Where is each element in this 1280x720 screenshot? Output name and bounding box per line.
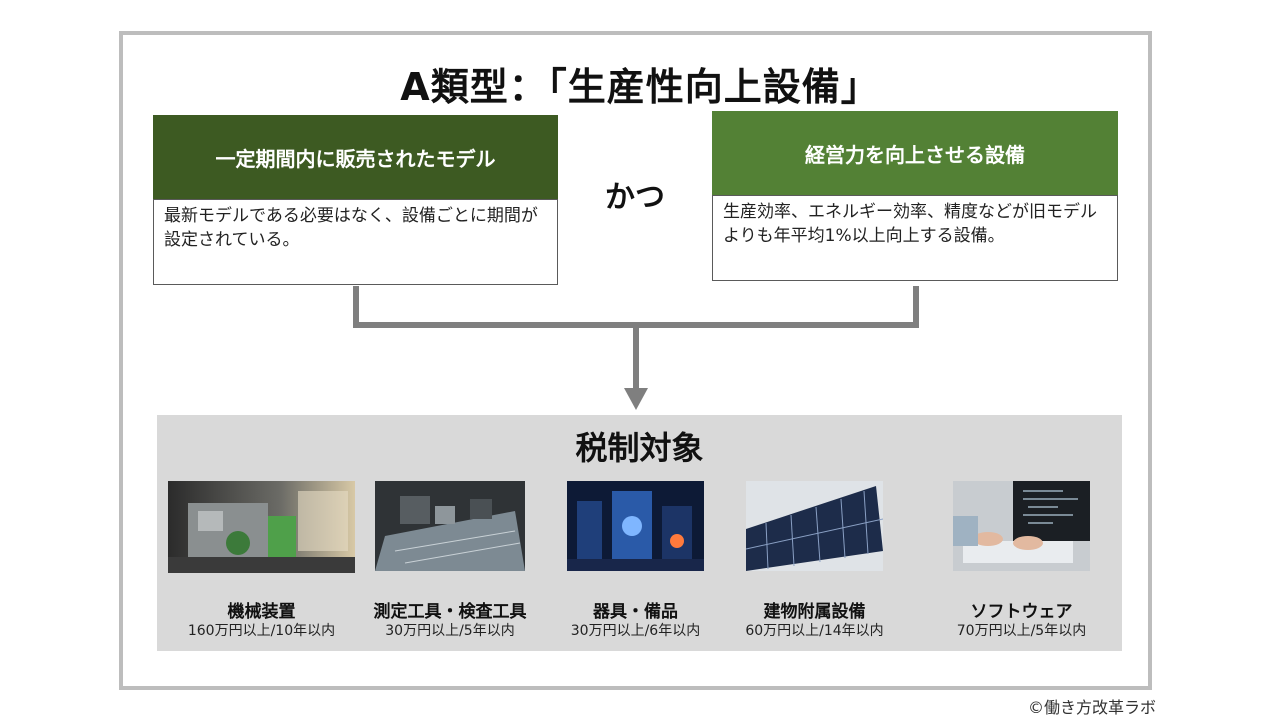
target-item-condition: 160万円以上/10年以内	[187, 623, 336, 639]
target-item-condition: 30万円以上/5年以内	[385, 623, 515, 639]
and-connector-label: かつ	[605, 180, 665, 215]
condition-box-management: 経営力を向上させる設備 生産効率、エネルギー効率、精度などが旧モデルよりも年平均…	[712, 111, 1118, 281]
target-item-name: 測定工具・検査工具	[373, 602, 527, 622]
down-arrow-head	[624, 388, 648, 410]
solar-panels-image	[746, 481, 883, 571]
copyright-credit: ©働き方改革ラボ	[1027, 698, 1156, 717]
condition-box-model-period: 一定期間内に販売されたモデル 最新モデルである必要はなく、設備ごとに期間が設定さ…	[153, 115, 558, 285]
tax-target-panel: 税制対象 機械装置 160万円以上/10年以内	[157, 415, 1122, 651]
measuring-tools-image	[375, 481, 525, 571]
target-item-condition: 60万円以上/14年以内	[745, 623, 884, 639]
connector-right-branch	[636, 286, 919, 328]
outer-frame	[119, 31, 1152, 690]
target-item-equipment: 器具・備品 30万円以上/6年以内	[567, 481, 704, 639]
tax-target-title: 税制対象	[575, 429, 704, 467]
target-item-name: 器具・備品	[593, 602, 678, 622]
target-item-condition: 70万円以上/5年以内	[956, 623, 1087, 639]
connector-left-branch	[353, 286, 636, 328]
condition-header-model-period: 一定期間内に販売されたモデル	[153, 115, 558, 199]
target-item-machinery: 機械装置 160万円以上/10年以内	[168, 481, 355, 639]
equipment-image	[567, 481, 704, 571]
condition-header-management: 経営力を向上させる設備	[712, 111, 1118, 195]
condition-body-model-period: 最新モデルである必要はなく、設備ごとに期間が設定されている。	[153, 199, 558, 285]
target-item-software: ソフトウェア 70万円以上/5年以内	[953, 481, 1090, 639]
target-item-name: 建物附属設備	[763, 602, 866, 622]
target-item-measuring-tools: 測定工具・検査工具 30万円以上/5年以内	[374, 481, 527, 639]
target-item-building-facilities: 建物附属設備 60万円以上/14年以内	[745, 481, 884, 639]
software-coding-image	[953, 481, 1090, 571]
factory-machine-image	[168, 481, 355, 573]
target-item-name: 機械装置	[227, 602, 296, 622]
target-item-name: ソフトウェア	[970, 602, 1073, 622]
target-item-condition: 30万円以上/6年以内	[570, 623, 701, 639]
page-title: A類型：「生産性向上設備」	[400, 65, 880, 109]
condition-body-management: 生産効率、エネルギー効率、精度などが旧モデルよりも年平均1%以上向上する設備。	[712, 195, 1118, 281]
